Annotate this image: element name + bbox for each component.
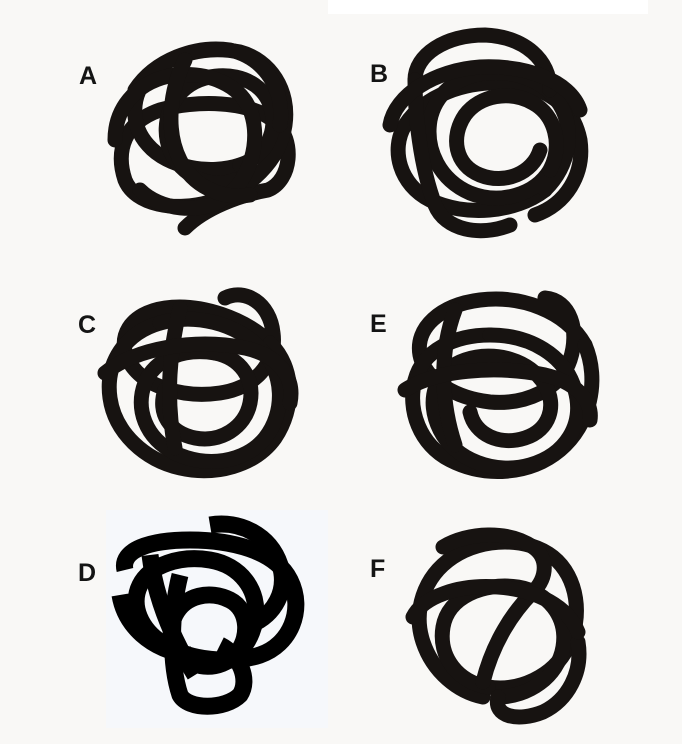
- scribble-f: [405, 527, 587, 725]
- label-e: E: [370, 310, 387, 338]
- label-a: A: [79, 62, 98, 90]
- label-d: D: [78, 559, 97, 587]
- label-b: B: [370, 60, 389, 88]
- scribble-b: [382, 27, 589, 239]
- label-c: C: [78, 311, 97, 339]
- scribble-e: [397, 290, 600, 479]
- top-edge-strip: [328, 0, 648, 14]
- label-f: F: [370, 555, 386, 583]
- scribble-d: [111, 515, 305, 715]
- scribble-c: [97, 287, 299, 479]
- scribble-a: [107, 41, 296, 236]
